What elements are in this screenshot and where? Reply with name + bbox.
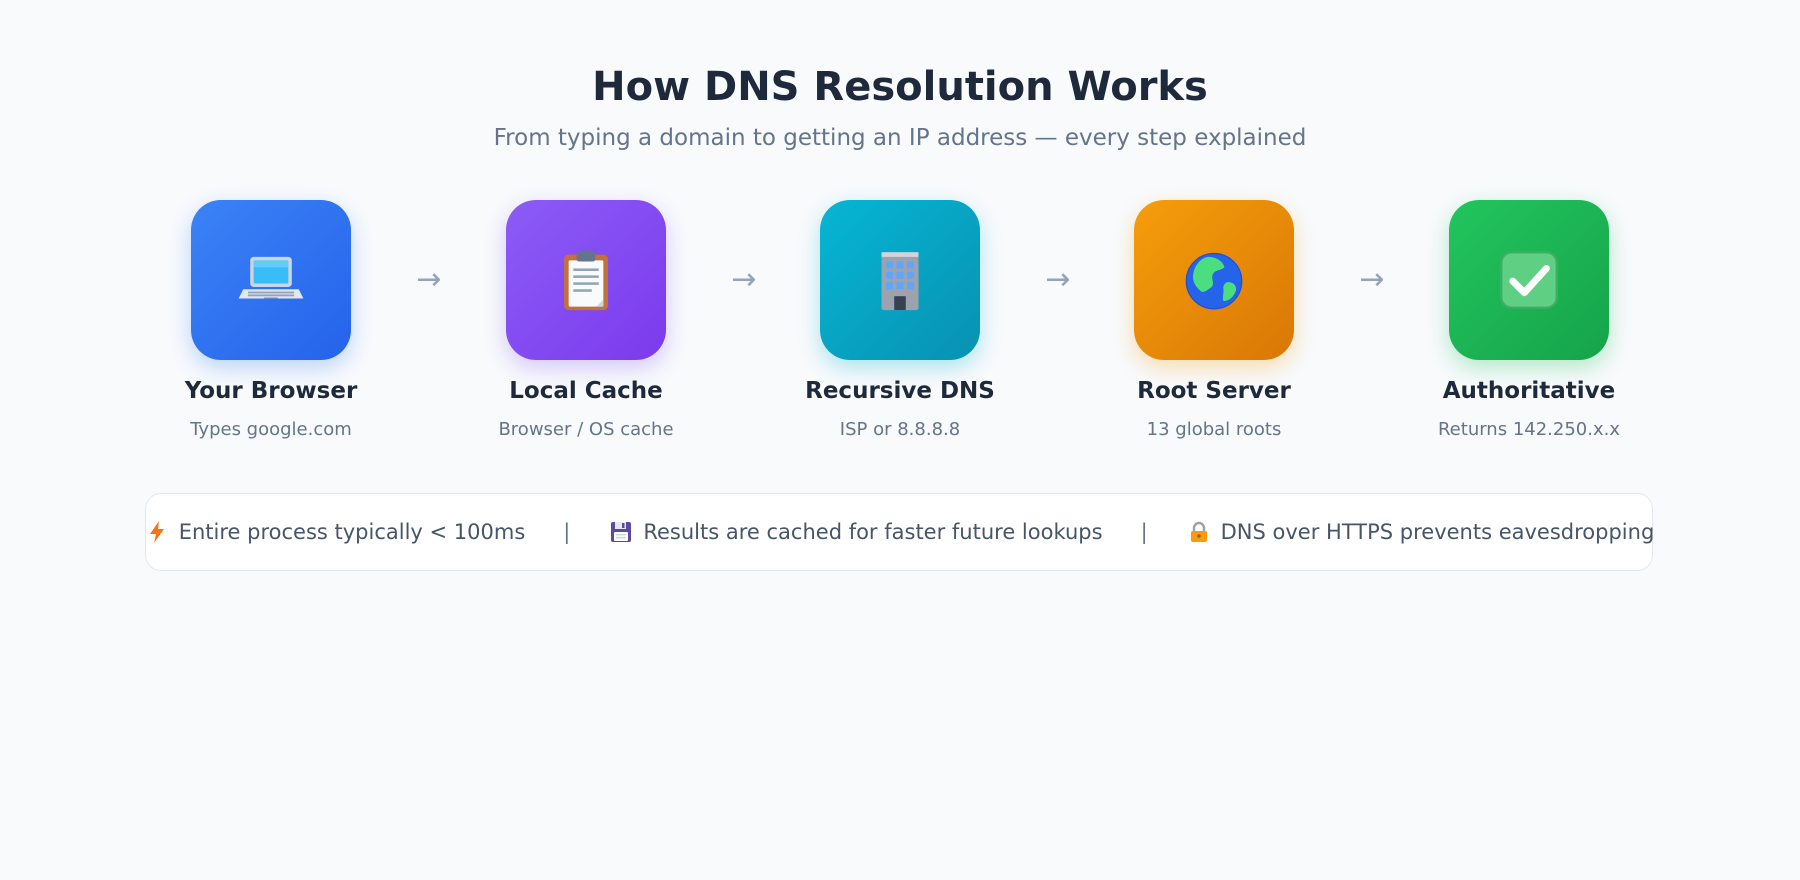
step-tile bbox=[191, 200, 351, 360]
steps-row: Your Browser Types google.com → Loca bbox=[0, 200, 1800, 460]
step-name: Authoritative bbox=[1442, 378, 1616, 404]
arrow-icon: → bbox=[1359, 262, 1385, 297]
fact-separator: | bbox=[1140, 520, 1148, 544]
arrow-icon: → bbox=[731, 262, 757, 297]
step-recursive-dns: Recursive DNS ISP or 8.8.8.8 bbox=[780, 200, 1020, 442]
clipboard-icon bbox=[564, 249, 608, 311]
fact-text: DNS over HTTPS prevents eavesdropping bbox=[1220, 520, 1655, 544]
office-building-icon bbox=[881, 252, 919, 311]
fact-item: DNS over HTTPS prevents eavesdropping bbox=[1186, 519, 1655, 545]
page-subtitle: From typing a domain to getting an IP ad… bbox=[493, 125, 1307, 151]
globe-icon bbox=[1185, 252, 1243, 310]
facts-bar: Entire process typically < 100ms | Resul… bbox=[144, 493, 1655, 571]
step-browser: Your Browser Types google.com bbox=[151, 200, 391, 442]
step-name: Your Browser bbox=[184, 378, 358, 404]
lightning-icon bbox=[144, 519, 170, 545]
fact-text: Results are cached for faster future loo… bbox=[643, 520, 1103, 544]
fact-item: Results are cached for faster future loo… bbox=[608, 519, 1103, 545]
fact-separator: | bbox=[563, 520, 571, 544]
page-title: How DNS Resolution Works bbox=[592, 64, 1208, 110]
check-mark-icon bbox=[1500, 251, 1558, 309]
fact-text: Entire process typically < 100ms bbox=[178, 520, 526, 544]
arrow-icon: → bbox=[416, 262, 442, 297]
step-tile bbox=[1134, 200, 1294, 360]
floppy-disk-icon bbox=[608, 519, 634, 545]
step-tile bbox=[820, 200, 980, 360]
lock-icon bbox=[1186, 519, 1212, 545]
step-name: Local Cache bbox=[509, 378, 663, 404]
step-desc: ISP or 8.8.8.8 bbox=[839, 419, 961, 440]
step-tile bbox=[506, 200, 666, 360]
fact-item: Entire process typically < 100ms bbox=[144, 519, 526, 545]
arrow-icon: → bbox=[1045, 262, 1071, 297]
step-desc: 13 global roots bbox=[1146, 419, 1282, 440]
step-local-cache: Local Cache Browser / OS cache bbox=[466, 200, 706, 442]
step-desc: Returns 142.250.x.x bbox=[1437, 419, 1620, 440]
laptop-icon bbox=[238, 256, 304, 299]
step-authoritative: Authoritative Returns 142.250.x.x bbox=[1409, 200, 1649, 442]
step-name: Root Server bbox=[1137, 378, 1291, 404]
step-name: Recursive DNS bbox=[805, 378, 995, 404]
step-desc: Browser / OS cache bbox=[498, 419, 674, 440]
step-root-server: Root Server 13 global roots bbox=[1094, 200, 1334, 442]
step-tile bbox=[1449, 200, 1609, 360]
step-desc: Types google.com bbox=[190, 419, 352, 440]
